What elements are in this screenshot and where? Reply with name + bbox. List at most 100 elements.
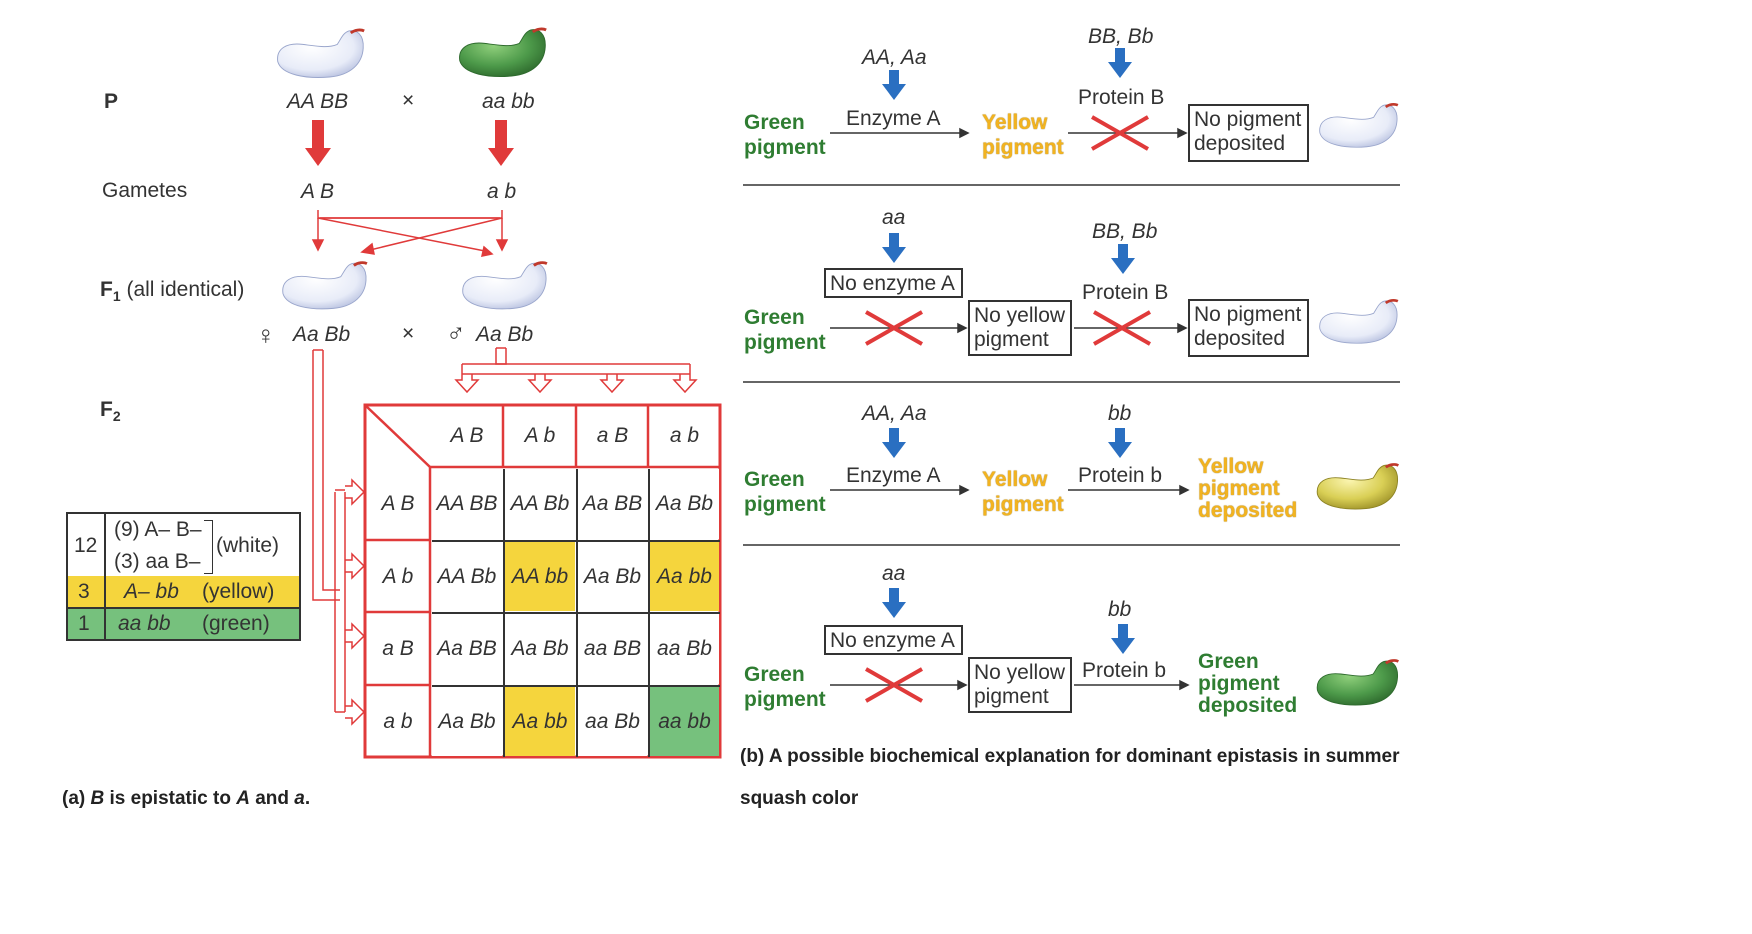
green-squash-icon	[458, 27, 548, 78]
punnett-cell: AA BB	[432, 469, 502, 539]
yellow-count: 3	[78, 580, 90, 603]
parent-left-genotype: AA BB	[287, 90, 349, 113]
panel-a-caption: (a) B is epistatic to A and a.	[62, 788, 311, 809]
punnett-cell: aa BB	[578, 614, 647, 684]
white-squash-icon	[1318, 102, 1400, 149]
punnett-grid	[363, 403, 722, 759]
f1-left-genotype: Aa Bb	[293, 323, 351, 346]
row3-b-genotype: bb	[1108, 402, 1132, 425]
white-squash-icon	[281, 261, 369, 311]
row4-b-genotype: bb	[1108, 598, 1132, 621]
punnett-cell: Aa Bb	[578, 542, 647, 611]
green-label: (green)	[202, 612, 270, 635]
white-count: 12	[74, 534, 98, 557]
punnett-cell: Aa BB	[432, 614, 502, 684]
male-symbol-icon: ♂	[446, 318, 466, 348]
panel-b-caption-line2: squash color	[740, 788, 859, 809]
punnett-col-header: a b	[669, 424, 700, 447]
red-down-arrow-icon	[488, 120, 514, 166]
green-genotype: aa bb	[118, 612, 171, 635]
male-gamete-arrows	[454, 347, 698, 394]
punnett-row-header: A b	[382, 564, 414, 588]
female-gamete-arrows	[312, 349, 366, 726]
white-squash-icon	[1318, 298, 1400, 345]
punnett-cell: Aa Bb	[432, 687, 502, 756]
red-x-icon	[1093, 310, 1151, 346]
row4-step2: Protein b	[1082, 659, 1167, 682]
row3-step2: Protein b	[1078, 464, 1163, 487]
row4-step1-box: No enzyme A	[824, 625, 963, 655]
row4-a-genotype: aa	[882, 562, 906, 585]
row-separators	[743, 184, 1400, 546]
punnett-cell: AA Bb	[432, 542, 502, 611]
row2-b-genotype: BB, Bb	[1092, 220, 1158, 243]
white-line2: (3) aa B–	[114, 550, 201, 573]
row1-step2: Protein B	[1078, 86, 1165, 109]
ratio-row-green: 1 aa bb (green)	[68, 609, 299, 639]
row-label-f2: F2	[100, 398, 121, 424]
punnett-cell: Aa bb	[505, 687, 575, 756]
parent-right-genotype: aa bb	[482, 90, 535, 113]
gamete-left: A B	[301, 180, 335, 203]
row-label-p: P	[104, 90, 119, 113]
f1-right-genotype: Aa Bb	[476, 323, 534, 346]
punnett-cell: Aa BB	[578, 469, 647, 539]
cross-symbol: ×	[402, 89, 415, 112]
punnett-row-header: a b	[383, 709, 413, 733]
white-label: (white)	[216, 534, 280, 557]
punnett-row-header: a B	[382, 637, 414, 660]
yellow-genotype: A– bb	[124, 580, 179, 603]
gamete-right: a b	[487, 180, 517, 203]
row-label-gametes: Gametes	[102, 179, 188, 202]
punnett-cell: aa Bb	[578, 687, 647, 756]
punnett-grid-line	[432, 612, 720, 614]
punnett-cell: Aa Bb	[650, 469, 719, 539]
gamete-cross-lines	[311, 210, 509, 257]
female-symbol-icon: ♀	[256, 320, 276, 350]
yellow-squash-icon	[1315, 463, 1400, 511]
punnett-cell: Aa bb	[650, 542, 719, 611]
ratio-row-white: 12 (9) A– B– (3) aa B– (white)	[68, 514, 299, 578]
row-label-f1: F1 (all identical)	[100, 278, 245, 304]
row2-a-genotype: aa	[882, 206, 906, 229]
row2-step2: Protein B	[1082, 281, 1169, 304]
punnett-grid-line	[432, 685, 720, 687]
row3-a-genotype: AA, Aa	[862, 402, 927, 425]
white-squash-icon	[461, 261, 549, 311]
white-line1: (9) A– B–	[114, 518, 202, 541]
punnett-cell: Aa Bb	[505, 614, 575, 684]
blue-down-arrow-icon	[882, 48, 1135, 654]
yellow-label: (yellow)	[202, 580, 275, 603]
punnett-cell: aa bb	[650, 687, 719, 756]
punnett-grid-line	[432, 540, 720, 542]
punnett-col-header: a B	[596, 424, 629, 447]
row2-step1-box: No enzyme A	[824, 268, 963, 298]
phenotype-ratio-table: 12 (9) A– B– (3) aa B– (white) 3 A– bb (…	[66, 512, 301, 641]
punnett-row-header: A B	[381, 492, 415, 515]
punnett-cell: AA bb	[505, 542, 575, 611]
red-down-arrow-icon	[305, 120, 331, 166]
punnett-col-header: A b	[524, 424, 556, 447]
row3-step1: Enzyme A	[846, 464, 941, 487]
green-count: 1	[78, 612, 90, 635]
row1-b-genotype: BB, Bb	[1088, 25, 1154, 48]
row1-step1: Enzyme A	[846, 107, 941, 130]
punnett-col-header: A B	[450, 424, 484, 447]
row1-a-genotype: AA, Aa	[862, 46, 927, 69]
ratio-row-yellow: 3 A– bb (yellow)	[68, 576, 299, 609]
cross-symbol: ×	[402, 322, 415, 345]
white-squash-icon	[276, 28, 366, 79]
red-x-icon	[865, 667, 923, 703]
